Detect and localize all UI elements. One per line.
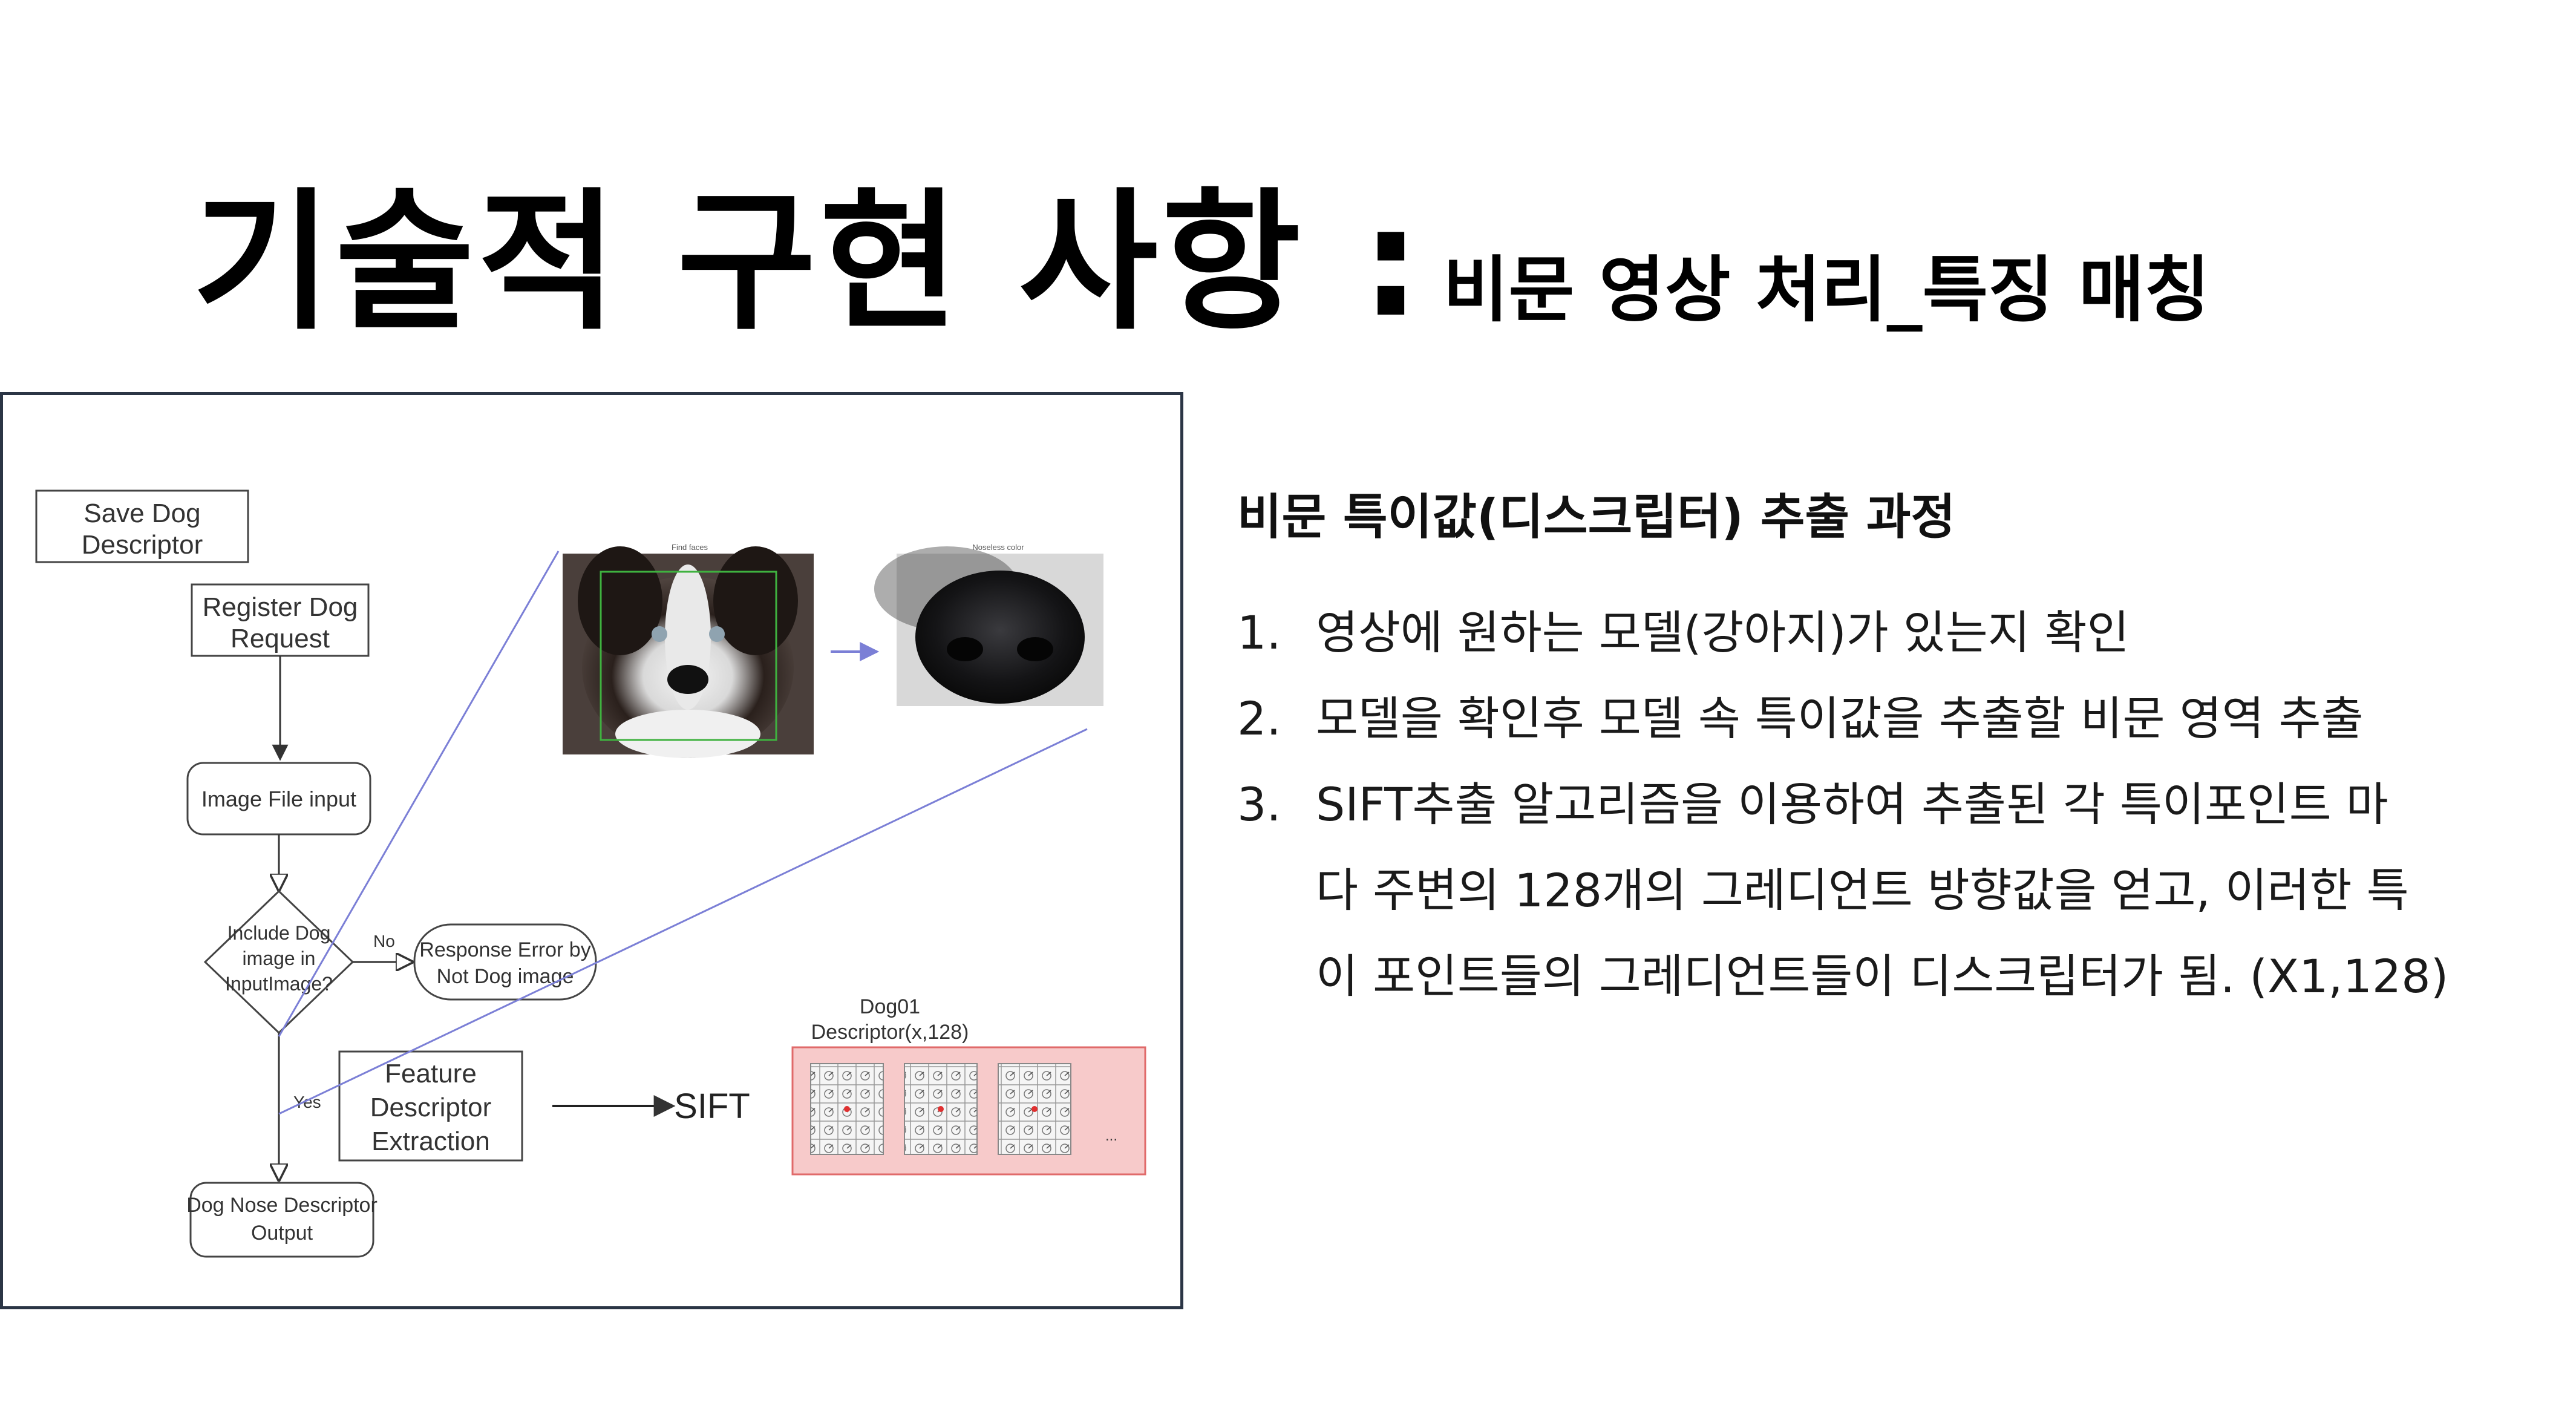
feature-line-2: Descriptor: [370, 1093, 492, 1122]
step-text: 이 포인트들의 그레디언트들이 디스크립터가 됨. (X1,128): [1316, 949, 2449, 1003]
response-error-line-1: Response Error by: [419, 938, 590, 961]
step-text: 영상에 원하는 모델(강아지)가 있는지 확인: [1316, 606, 2130, 659]
steps-list: 1. 영상에 원하는 모델(강아지)가 있는지 확인 2. 모델을 확인후 모델…: [1237, 590, 2448, 1019]
nose-photo-caption: Noseless color: [972, 543, 1024, 552]
descriptor-ellipsis: ...: [1105, 1128, 1117, 1144]
feature-extraction-box: Feature Descriptor Extraction: [338, 1050, 523, 1162]
nose-output-line-1: Dog Nose Descriptor: [186, 1194, 378, 1217]
slide-title: 기술적 구현 사항 :비문 영상 처리_특징 매칭: [192, 139, 2210, 358]
step-item-2: 2. 모델을 확인후 모델 속 특이값을 추출할 비문 영역 추출: [1237, 676, 2448, 762]
feature-line-3: Extraction: [371, 1127, 490, 1156]
dog-nose-photo: Noseless color: [874, 543, 1103, 706]
zoom-line-2: [278, 728, 1088, 1115]
response-error-box: Response Error by Not Dog image: [413, 923, 597, 1001]
flowchart-diagram: Save Dog Descriptor Register Dog Request…: [35, 489, 1146, 1258]
decision-line-2: image in: [243, 947, 316, 969]
step-item-1: 1. 영상에 원하는 모델(강아지)가 있는지 확인: [1237, 590, 2448, 676]
image-input-label: Image File input: [201, 787, 356, 811]
zoom-line-1: [278, 551, 560, 1037]
save-descriptor-line-2: Descriptor: [82, 530, 203, 560]
nose-output-line-2: Output: [251, 1222, 313, 1245]
title-subtitle: 비문 영상 처리_특징 매칭: [1443, 248, 2210, 332]
step-text: 다 주변의 128개의 그레디언트 방향값을 얻고, 이러한 특: [1316, 863, 2409, 917]
response-error-line-2: Not Dog image: [437, 965, 574, 988]
image-input-box: Image File input: [186, 762, 371, 836]
step-number: 2.: [1237, 692, 1281, 745]
decision-line-1: Include Dog: [227, 922, 331, 944]
include-dog-decision: Include Dog image in InputImage?: [203, 889, 355, 1035]
step-text: 모델을 확인후 모델 속 특이값을 추출할 비문 영역 추출: [1316, 692, 2364, 745]
title-main: 기술적 구현 사항 :: [192, 174, 1425, 350]
step-text: SIFT추출 알고리즘을 이용하여 추출된 각 특이포인트 마: [1316, 777, 2388, 831]
descriptor-caption-line-1: Dog01: [860, 995, 920, 1018]
edge-label-no: No: [373, 932, 395, 950]
descriptor-caption-line-2: Descriptor(x,128): [811, 1021, 969, 1044]
save-descriptor-line-1: Save Dog: [83, 499, 200, 528]
section-heading: 비문 특이값(디스크립터) 추출 과정: [1237, 489, 1956, 545]
sift-descriptor-panel: ...: [791, 1046, 1146, 1176]
flowchart-figure: Save Dog Descriptor Register Dog Request…: [0, 392, 1183, 1309]
save-descriptor-box: Save Dog Descriptor: [35, 489, 249, 563]
step-number: 1.: [1237, 606, 1281, 659]
face-photo-caption: Find faces: [672, 543, 708, 552]
feature-line-1: Feature: [385, 1059, 477, 1088]
register-request-box: Register Dog Request: [191, 583, 370, 657]
dog-face-photo: Find faces: [563, 543, 814, 758]
step-item-3: 3. SIFT추출 알고리즘을 이용하여 추출된 각 특이포인트 마 다 주변의…: [1237, 762, 2448, 1019]
register-request-line-1: Register Dog: [203, 592, 358, 622]
sift-label: SIFT: [674, 1087, 750, 1126]
step-number: 3.: [1237, 777, 1281, 831]
nose-output-box: Dog Nose Descriptor Output: [186, 1182, 378, 1258]
decision-line-3: InputImage?: [225, 973, 333, 995]
face-detection-box: [600, 571, 777, 741]
register-request-line-2: Request: [230, 624, 330, 653]
